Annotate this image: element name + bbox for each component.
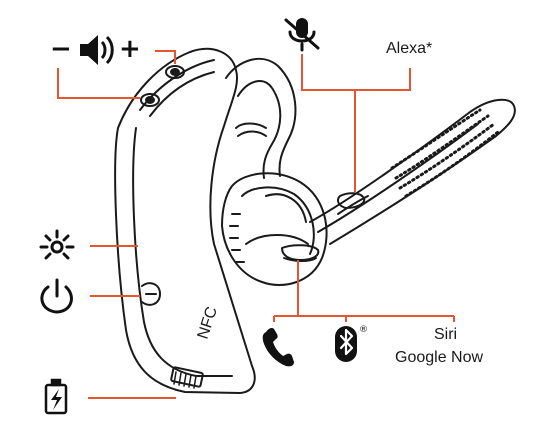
battery-charging-icon — [44, 378, 68, 415]
phone-handset-icon — [262, 328, 294, 367]
bluetooth-icon — [335, 326, 357, 362]
callout-lines — [57, 50, 455, 399]
microphone-muted-icon — [284, 18, 320, 52]
alexa-callout-line — [355, 68, 411, 91]
speaker-icon — [80, 35, 114, 65]
led-light-icon — [39, 229, 75, 260]
volume-minus-label: − — [50, 34, 72, 64]
registered-mark: ® — [359, 325, 368, 335]
volume-plus-label: + — [119, 34, 141, 64]
power-icon — [40, 278, 73, 314]
call-callout-line — [297, 260, 300, 317]
siri-label: Siri — [434, 326, 458, 343]
mute-callout-line — [301, 54, 356, 192]
volume-plus-callout-line — [155, 50, 176, 64]
nfc-label: NFC — [195, 305, 221, 342]
alexa-label: Alexa* — [386, 40, 433, 57]
google-now-label: Google Now — [395, 349, 484, 366]
volume-callout-line — [57, 68, 140, 99]
headset-body — [114, 47, 516, 394]
